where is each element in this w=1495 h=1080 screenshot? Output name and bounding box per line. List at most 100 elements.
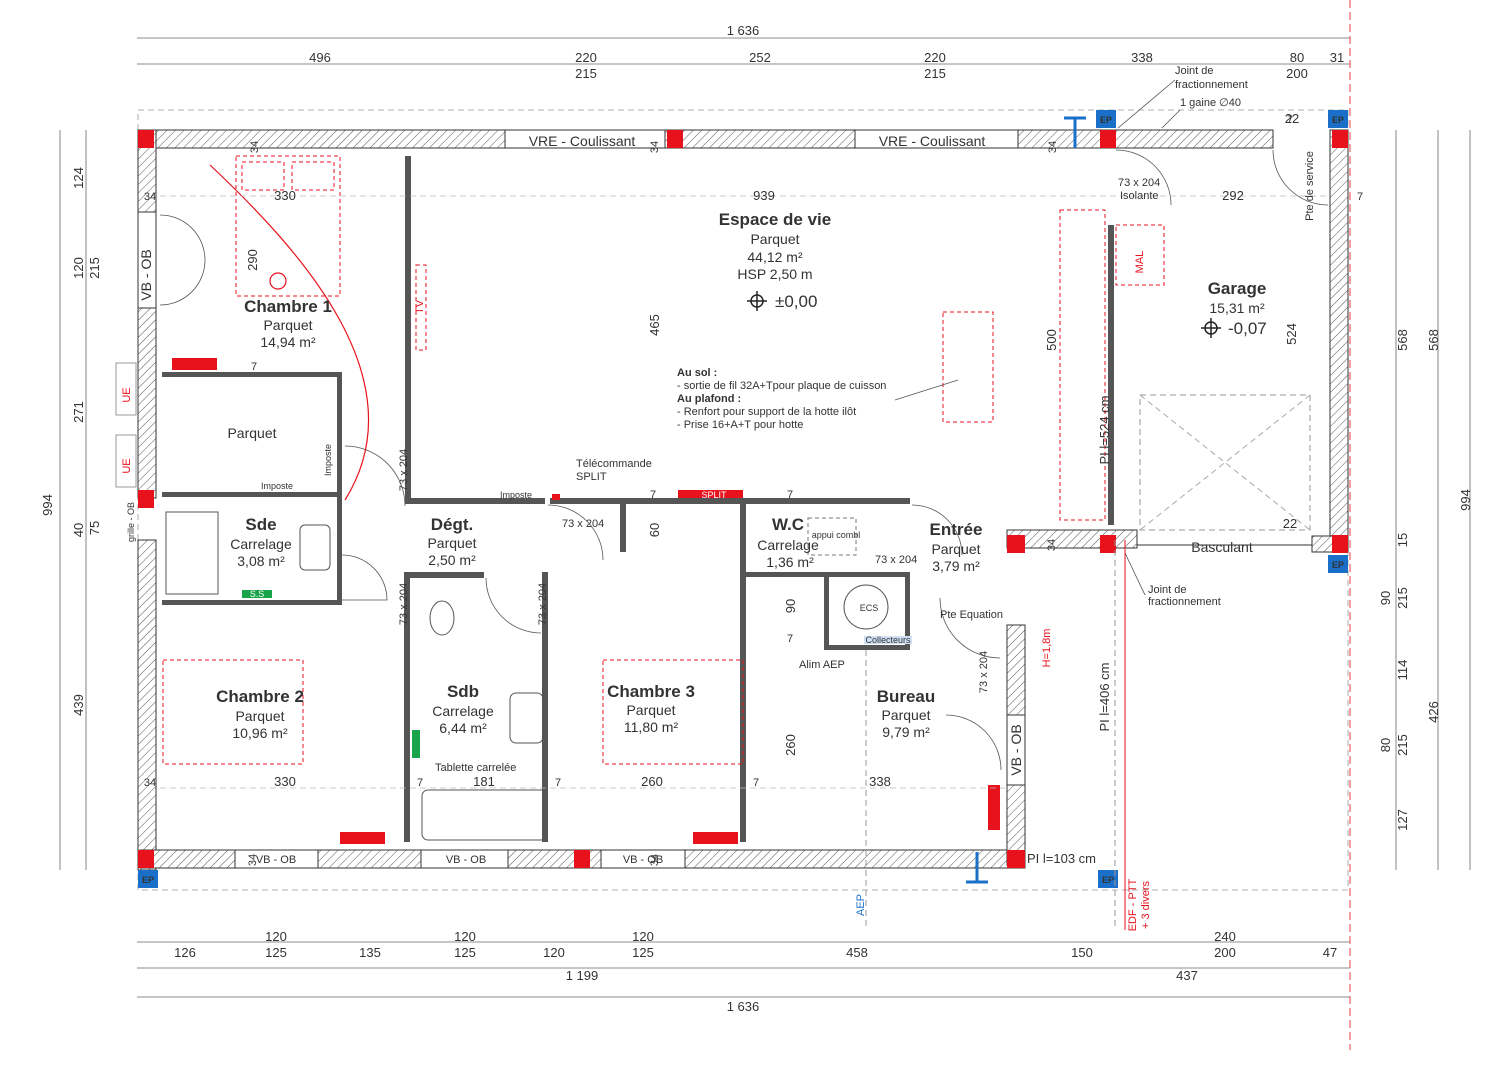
dim-bot1-4: 240 xyxy=(1214,929,1236,944)
dim-bot-sub1: 1 199 xyxy=(566,968,599,983)
dim-top2-3: 200 xyxy=(1286,66,1308,81)
svg-text:34: 34 xyxy=(1047,141,1059,153)
svg-text:465: 465 xyxy=(647,314,662,336)
note-au-plafond-title: Au plafond : xyxy=(677,393,741,405)
door-5: 73 x 204 xyxy=(875,554,917,566)
room-bureau: Bureau Parquet 9,79 m² xyxy=(877,687,936,740)
note-pte-equation: Pte Equation xyxy=(940,609,1003,621)
door-6: 73 x 204 xyxy=(978,651,990,693)
svg-text:181: 181 xyxy=(473,774,495,789)
note-imposte-3: Imposte xyxy=(323,444,333,476)
window-vbob-left: VB - OB xyxy=(138,249,154,300)
room-floor: Parquet xyxy=(427,535,476,551)
room-chambre-1: Chambre 1 Parquet 14,94 m² xyxy=(244,297,332,350)
room-name: Entrée xyxy=(930,520,983,539)
svg-text:22: 22 xyxy=(1285,111,1299,126)
svg-text:22: 22 xyxy=(1283,516,1297,531)
note-mal: MAL xyxy=(1134,251,1146,274)
door-2: 73 x 204 xyxy=(398,449,410,491)
dim-top-3: 252 xyxy=(749,50,771,65)
room-name: Garage xyxy=(1208,279,1267,298)
room-name: Sdb xyxy=(447,682,479,701)
svg-text:7: 7 xyxy=(787,633,793,645)
window-vbob-b2: VB - OB xyxy=(446,854,486,866)
dim-left-5: 439 xyxy=(71,694,86,716)
ep-marker-2 xyxy=(1328,110,1348,128)
svg-text:EP: EP xyxy=(142,875,154,885)
note-aep: AEP xyxy=(855,894,867,916)
note-telecommande-b: SPLIT xyxy=(576,471,607,483)
note-gaine: 1 gaine ∅40 xyxy=(1180,97,1241,109)
dim-bot1-1: 120 xyxy=(265,929,287,944)
note-joint-1b: fractionnement xyxy=(1175,79,1248,91)
note-pte-service: Pte de service xyxy=(1304,151,1316,221)
right-dimensions: 994 568 426 568 15 90 114 80 127 215 215 xyxy=(1349,0,1473,1050)
dim-bot2-10: 47 xyxy=(1323,945,1337,960)
dim-bot1-2: 120 xyxy=(454,929,476,944)
dim-right-2: 426 xyxy=(1426,701,1441,723)
room-name: Dégt. xyxy=(431,515,474,534)
dim-bot2-3: 135 xyxy=(359,945,381,960)
room-floor: Parquet xyxy=(235,708,284,724)
room-sdb: Sdb Carrelage 6,44 m² xyxy=(432,682,494,736)
room-name: Chambre 3 xyxy=(607,682,695,701)
furniture xyxy=(162,155,1165,841)
room-area: 2,50 m² xyxy=(428,552,476,568)
room-hsp: HSP 2,50 m xyxy=(737,266,812,282)
exterior-walls xyxy=(137,129,1349,871)
room-area: 15,31 m² xyxy=(1209,300,1265,316)
dim-bot2-5: 120 xyxy=(543,945,565,960)
dim-bot2-7: 458 xyxy=(846,945,868,960)
dim-right2-6: 127 xyxy=(1395,809,1410,831)
dim-bot2-6: 125 xyxy=(632,945,654,960)
ep-marker-1 xyxy=(1096,110,1116,128)
dim-left-4: 40 xyxy=(71,523,86,537)
note-isolante-a: 73 x 204 xyxy=(1118,177,1160,189)
wall-corners xyxy=(138,130,1348,868)
room-name: Bureau xyxy=(877,687,936,706)
note-telecommande-a: Télécommande xyxy=(576,458,652,470)
dim-right2-3: 90 xyxy=(1378,591,1393,605)
note-joint-2a: Joint de xyxy=(1148,584,1187,596)
dim-top-5: 338 xyxy=(1131,50,1153,65)
note-appui: appui combl xyxy=(812,530,861,540)
room-floor: Carrelage xyxy=(757,537,819,553)
svg-text:7: 7 xyxy=(555,777,561,789)
ep-marker-4 xyxy=(138,870,158,888)
svg-text:EP: EP xyxy=(1332,560,1344,570)
svg-text:290: 290 xyxy=(245,249,260,271)
svg-text:60: 60 xyxy=(647,523,662,537)
note-tv: TV xyxy=(414,299,426,314)
room-floor: Carrelage xyxy=(432,703,494,719)
svg-text:500: 500 xyxy=(1044,329,1059,351)
svg-text:EP: EP xyxy=(1332,115,1344,125)
svg-text:7: 7 xyxy=(650,489,656,501)
room-floor: Parquet xyxy=(881,707,930,723)
room-name: W.C xyxy=(772,515,804,534)
dim-bot2-2: 125 xyxy=(265,945,287,960)
level-marker: ±0,00 xyxy=(775,292,817,311)
dim-left-3: 271 xyxy=(71,401,86,423)
svg-text:34: 34 xyxy=(649,854,661,866)
room-entree: Entrée Parquet 3,79 m² xyxy=(930,520,983,574)
window-basculant: Basculant xyxy=(1191,539,1253,555)
dim-top-1: 496 xyxy=(309,50,331,65)
room-name: Sde xyxy=(245,515,276,534)
note-collecteurs: Collecteurs xyxy=(865,635,911,645)
dim-top-6: 80 xyxy=(1290,50,1304,65)
note-joint-2b: fractionnement xyxy=(1148,596,1221,608)
note-split: SPLIT xyxy=(701,490,727,500)
dim-left-2: 120 xyxy=(71,257,86,279)
room-floor: Parquet xyxy=(263,317,312,333)
dim-top-2: 220 xyxy=(575,50,597,65)
window-vre-1: VRE - Coulissant xyxy=(529,133,636,149)
room-floor: Parquet xyxy=(626,702,675,718)
room-name: Espace de vie xyxy=(719,210,831,229)
dim-top-4: 220 xyxy=(924,50,946,65)
svg-text:524: 524 xyxy=(1284,323,1299,345)
note-au-plafond-1: - Renfort pour support de la hotte ilôt xyxy=(677,406,856,418)
dim-left2-1: 215 xyxy=(87,257,102,279)
dim-right2-1: 568 xyxy=(1395,329,1410,351)
room-floor: Carrelage xyxy=(230,536,292,552)
window-vbob-right: VB - OB xyxy=(1008,724,1024,775)
